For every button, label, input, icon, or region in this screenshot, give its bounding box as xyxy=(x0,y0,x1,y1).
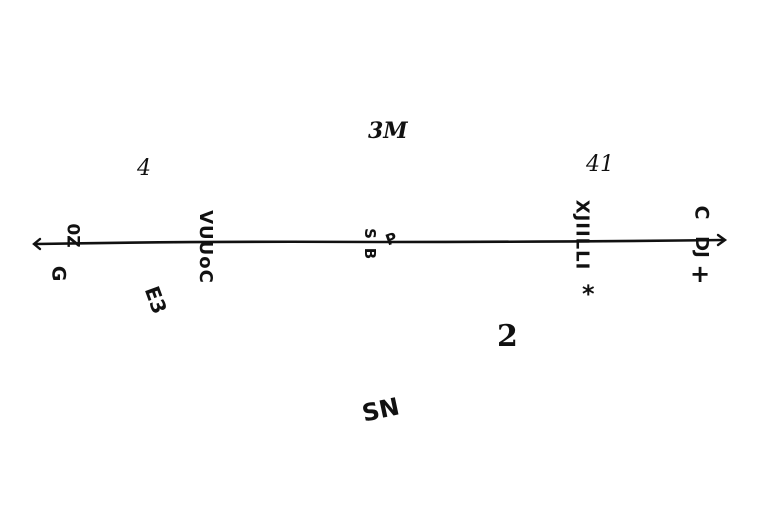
label-far-right-plus: + xyxy=(690,260,711,288)
horizontal-line xyxy=(34,238,726,246)
label-far-right-top: C xyxy=(690,205,713,220)
right-arrow-tip xyxy=(716,233,728,247)
label-left-vertical: VUUoC xyxy=(194,210,216,284)
label-top-center: 3M xyxy=(368,118,408,144)
left-arrow-tip xyxy=(32,237,42,251)
label-far-right-bottom: DJ xyxy=(690,236,712,258)
label-bottom-center: SN xyxy=(359,392,402,428)
label-center-bottom: B xyxy=(361,247,380,260)
label-upper-right: 41 xyxy=(586,152,614,177)
label-upper-left: 4 xyxy=(137,156,151,181)
label-center-top: S xyxy=(360,228,379,239)
label-far-left-top: 0Z xyxy=(62,223,83,248)
label-right-vertical: XJIILLI xyxy=(571,199,593,271)
label-lower-right: 2 xyxy=(497,319,518,354)
label-far-left-bottom: G xyxy=(47,265,70,282)
label-right-star: * xyxy=(582,280,595,308)
